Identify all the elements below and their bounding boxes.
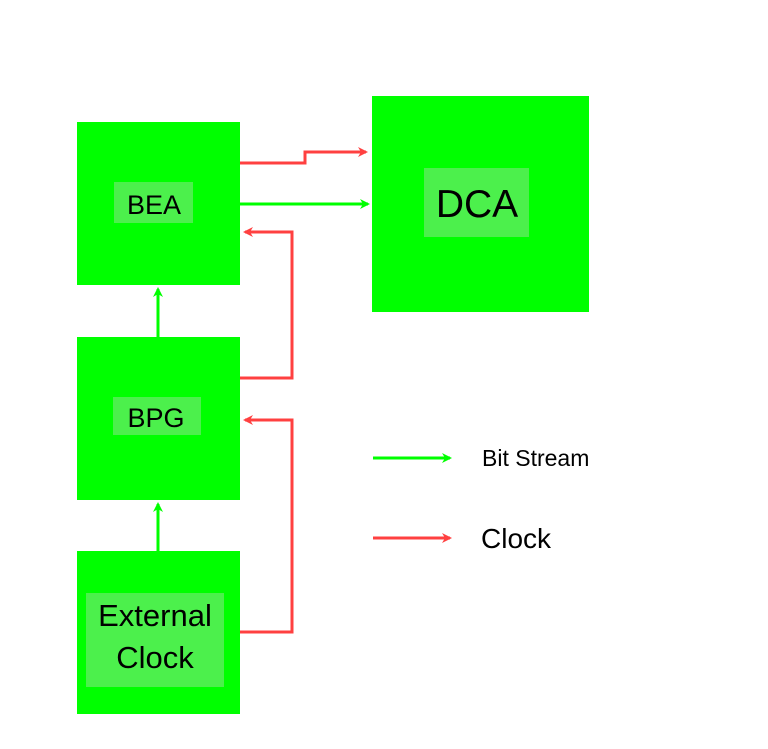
bpg-block: BPG xyxy=(77,337,240,500)
clock-arrow-external-to-bpg xyxy=(240,415,294,634)
clock-arrow-bpg-to-bea xyxy=(240,227,294,380)
bpg-label: BPG xyxy=(127,403,184,433)
bea-label: BEA xyxy=(127,190,181,220)
bea-block: BEA xyxy=(77,122,240,285)
dca-block: DCA xyxy=(372,96,589,312)
legend-bitstream-label: Bit Stream xyxy=(482,445,589,471)
external-clock-block: External Clock xyxy=(77,551,240,714)
external-clock-label-line1: External xyxy=(98,598,212,633)
clock-arrow-bea-to-dca xyxy=(240,147,368,165)
dca-label: DCA xyxy=(436,183,518,226)
external-clock-label-line2: Clock xyxy=(116,640,194,675)
legend: Bit Stream Clock xyxy=(373,445,589,554)
legend-clock-label: Clock xyxy=(481,523,552,554)
